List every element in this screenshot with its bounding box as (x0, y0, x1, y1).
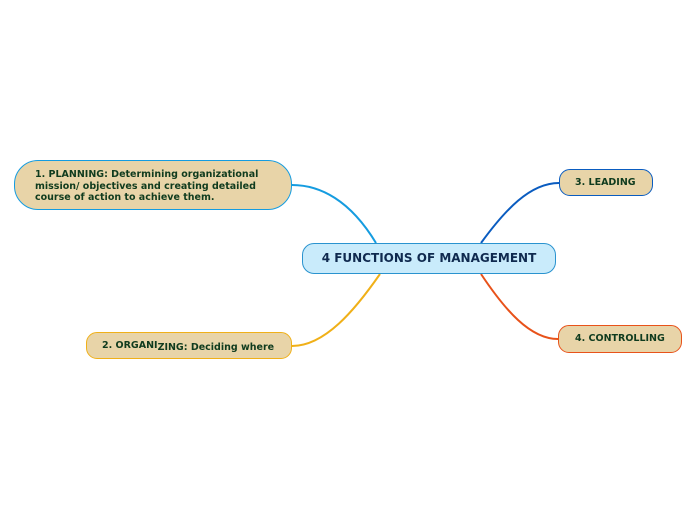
connector-planning (291, 184, 377, 244)
topic-planning-line-1: 1. PLANNING: Determining organizational (35, 169, 259, 180)
central-topic[interactable]: 4 FUNCTIONS OF MANAGEMENT (302, 243, 556, 274)
connector-leading (480, 182, 560, 244)
topic-leading-label: 3. LEADING (575, 177, 636, 188)
topic-planning-line-3: course of action to achieve them. (35, 192, 215, 203)
connector-organizing (291, 273, 381, 347)
topic-leading[interactable]: 3. LEADING (559, 169, 653, 196)
topic-controlling-label: 4. CONTROLLING (575, 333, 665, 344)
connector-controlling (480, 273, 559, 340)
topic-planning[interactable]: 1. PLANNING: Determining organizational … (14, 160, 292, 210)
central-topic-label: 4 FUNCTIONS OF MANAGEMENT (321, 251, 537, 265)
topic-planning-line-2: mission/ objectives and creating detaile… (35, 180, 256, 192)
topic-organizing[interactable]: 2. ORGANIZING: Deciding where (86, 332, 292, 359)
topic-organizing-label-part-2: ZING: Deciding where (157, 342, 275, 353)
topic-controlling[interactable]: 4. CONTROLLING (558, 325, 682, 353)
topic-organizing-label-part-1: 2. ORGANI (102, 340, 158, 351)
